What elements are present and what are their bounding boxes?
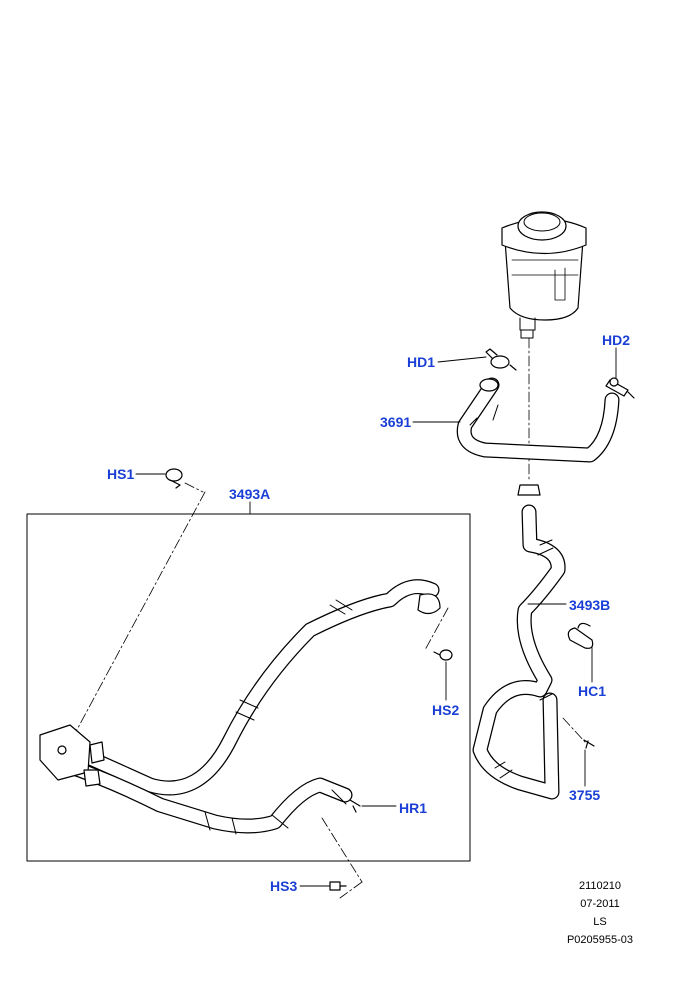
callout-hc1[interactable]: HC1 bbox=[578, 683, 607, 699]
callout-hs1[interactable]: HS1 bbox=[107, 466, 135, 482]
assembly-3493a-frame bbox=[26, 513, 471, 862]
pump-end-fitting[interactable] bbox=[39, 724, 105, 787]
hose-3493a-upper[interactable] bbox=[52, 579, 441, 796]
bolt-3755[interactable] bbox=[583, 739, 595, 749]
illustration-number: 2110210 bbox=[578, 880, 621, 892]
clamp-hd1[interactable] bbox=[485, 348, 517, 371]
callout-3691[interactable]: 3691 bbox=[380, 414, 412, 430]
callout-hr1[interactable]: HR1 bbox=[399, 800, 428, 816]
callout-hd1[interactable]: HD1 bbox=[407, 354, 436, 370]
callout-3493a[interactable]: 3493A bbox=[229, 486, 271, 502]
reference-number: P0205955-03 bbox=[566, 934, 634, 946]
illustration-date: 07-2011 bbox=[580, 898, 620, 910]
callout-hs3[interactable]: HS3 bbox=[270, 878, 298, 894]
fitting-hs1[interactable] bbox=[165, 468, 183, 489]
banjo-bolt-hs2[interactable] bbox=[433, 649, 453, 661]
hose-3493a-lower[interactable] bbox=[57, 757, 353, 835]
hose-3493b[interactable] bbox=[472, 504, 566, 800]
clamp-hd2[interactable] bbox=[605, 377, 635, 399]
bolt-hs3[interactable] bbox=[329, 881, 347, 891]
fluid-reservoir[interactable] bbox=[501, 211, 587, 339]
clip-hc1[interactable] bbox=[567, 622, 594, 649]
callout-3493b[interactable]: 3493B bbox=[569, 597, 611, 613]
callout-hd2[interactable]: HD2 bbox=[602, 332, 631, 348]
callout-hs2[interactable]: HS2 bbox=[432, 702, 460, 718]
callout-3755[interactable]: 3755 bbox=[569, 787, 601, 803]
hose-3691[interactable] bbox=[456, 377, 620, 463]
retainer-hr1[interactable] bbox=[349, 799, 361, 813]
model-code: LS bbox=[593, 916, 607, 928]
leader-lines bbox=[135, 347, 617, 887]
